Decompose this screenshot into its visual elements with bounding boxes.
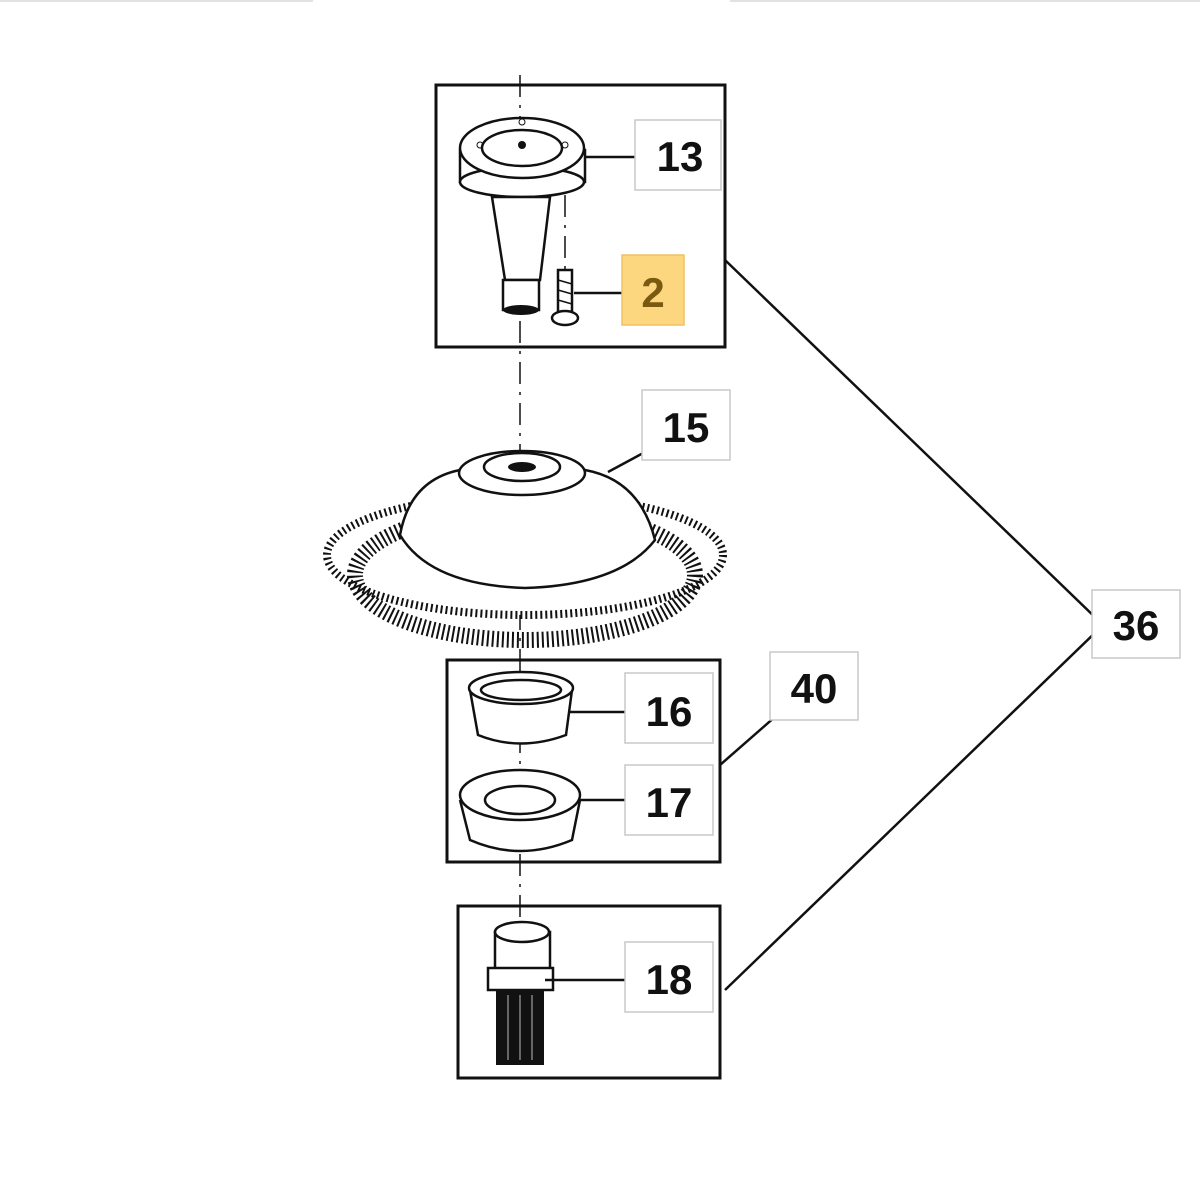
part-2-screw[interactable] xyxy=(550,268,580,327)
part-15-brush[interactable] xyxy=(323,449,727,648)
part-18-shaft[interactable] xyxy=(486,920,555,1065)
callout-36-label: 36 xyxy=(1113,602,1160,649)
callout-16[interactable]: 16 xyxy=(624,672,714,744)
part-17-cup[interactable] xyxy=(458,768,582,853)
part-16-ring[interactable] xyxy=(467,670,575,745)
callout-2[interactable]: 2 xyxy=(621,254,685,326)
callout-36[interactable]: 36 xyxy=(1091,589,1181,659)
callout-13-label: 13 xyxy=(657,133,704,180)
callout-18-label: 18 xyxy=(646,956,693,1003)
top-divider-left xyxy=(0,0,313,2)
group-frame-top xyxy=(434,83,727,349)
callout-18[interactable]: 18 xyxy=(624,941,714,1013)
callout-15-label: 15 xyxy=(663,404,710,451)
callout-40[interactable]: 40 xyxy=(769,651,859,721)
callout-13[interactable]: 13 xyxy=(634,119,722,191)
callout-16-label: 16 xyxy=(646,688,693,735)
callout-2-label: 2 xyxy=(641,269,664,316)
callout-17[interactable]: 17 xyxy=(624,764,714,836)
callout-17-label: 17 xyxy=(646,779,693,826)
group-frame-bottom xyxy=(456,904,722,1080)
callout-15[interactable]: 15 xyxy=(641,389,731,461)
top-divider-right xyxy=(730,0,1200,2)
callout-40-label: 40 xyxy=(791,665,838,712)
group-frame-middle xyxy=(445,658,722,864)
part-13-hub[interactable] xyxy=(458,116,587,315)
